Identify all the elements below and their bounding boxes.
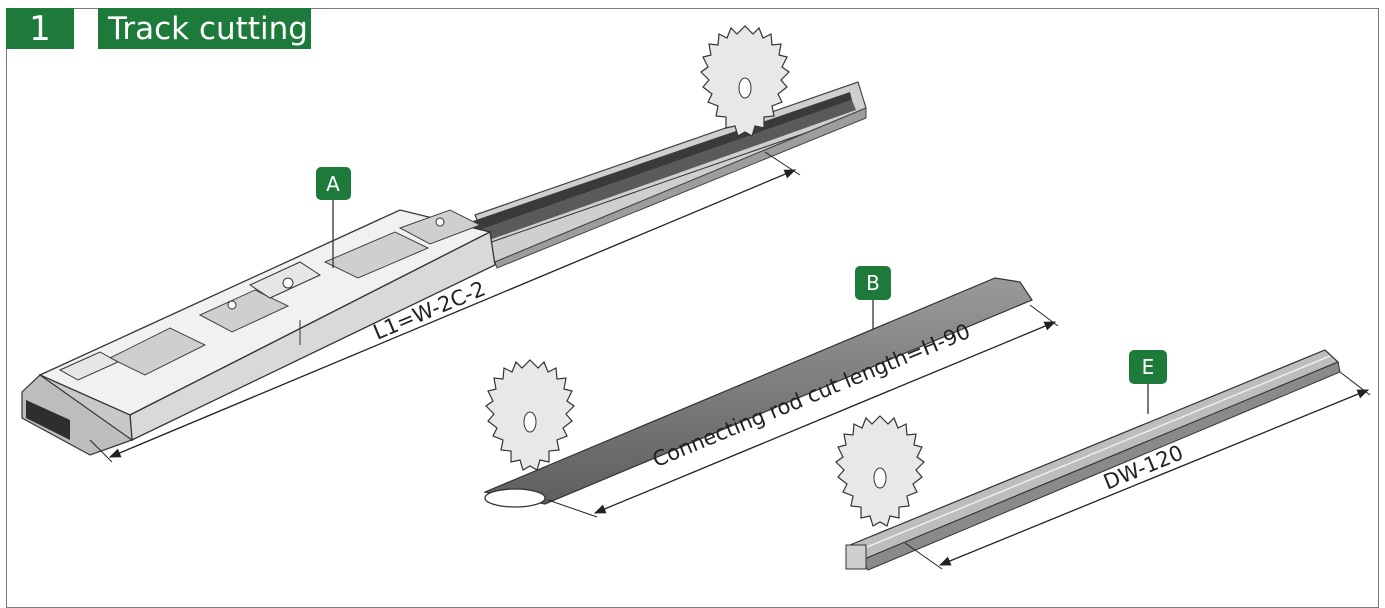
callout-a: A [326,172,340,196]
callout-e: E [1142,355,1155,379]
saw-blade-icon [835,415,925,527]
track-cutting-diagram: L1=W-2C-2 A Connecting rod cut length=H-… [21,25,1371,571]
step-number: 1 [6,8,74,49]
dimension-connecting-rod: Connecting rod cut length=H-90 [649,319,974,472]
saw-blade-icon [485,359,575,471]
page-title: Track cutting [98,8,311,49]
callout-b: B [866,271,880,295]
saw-blade-icon [700,25,790,137]
